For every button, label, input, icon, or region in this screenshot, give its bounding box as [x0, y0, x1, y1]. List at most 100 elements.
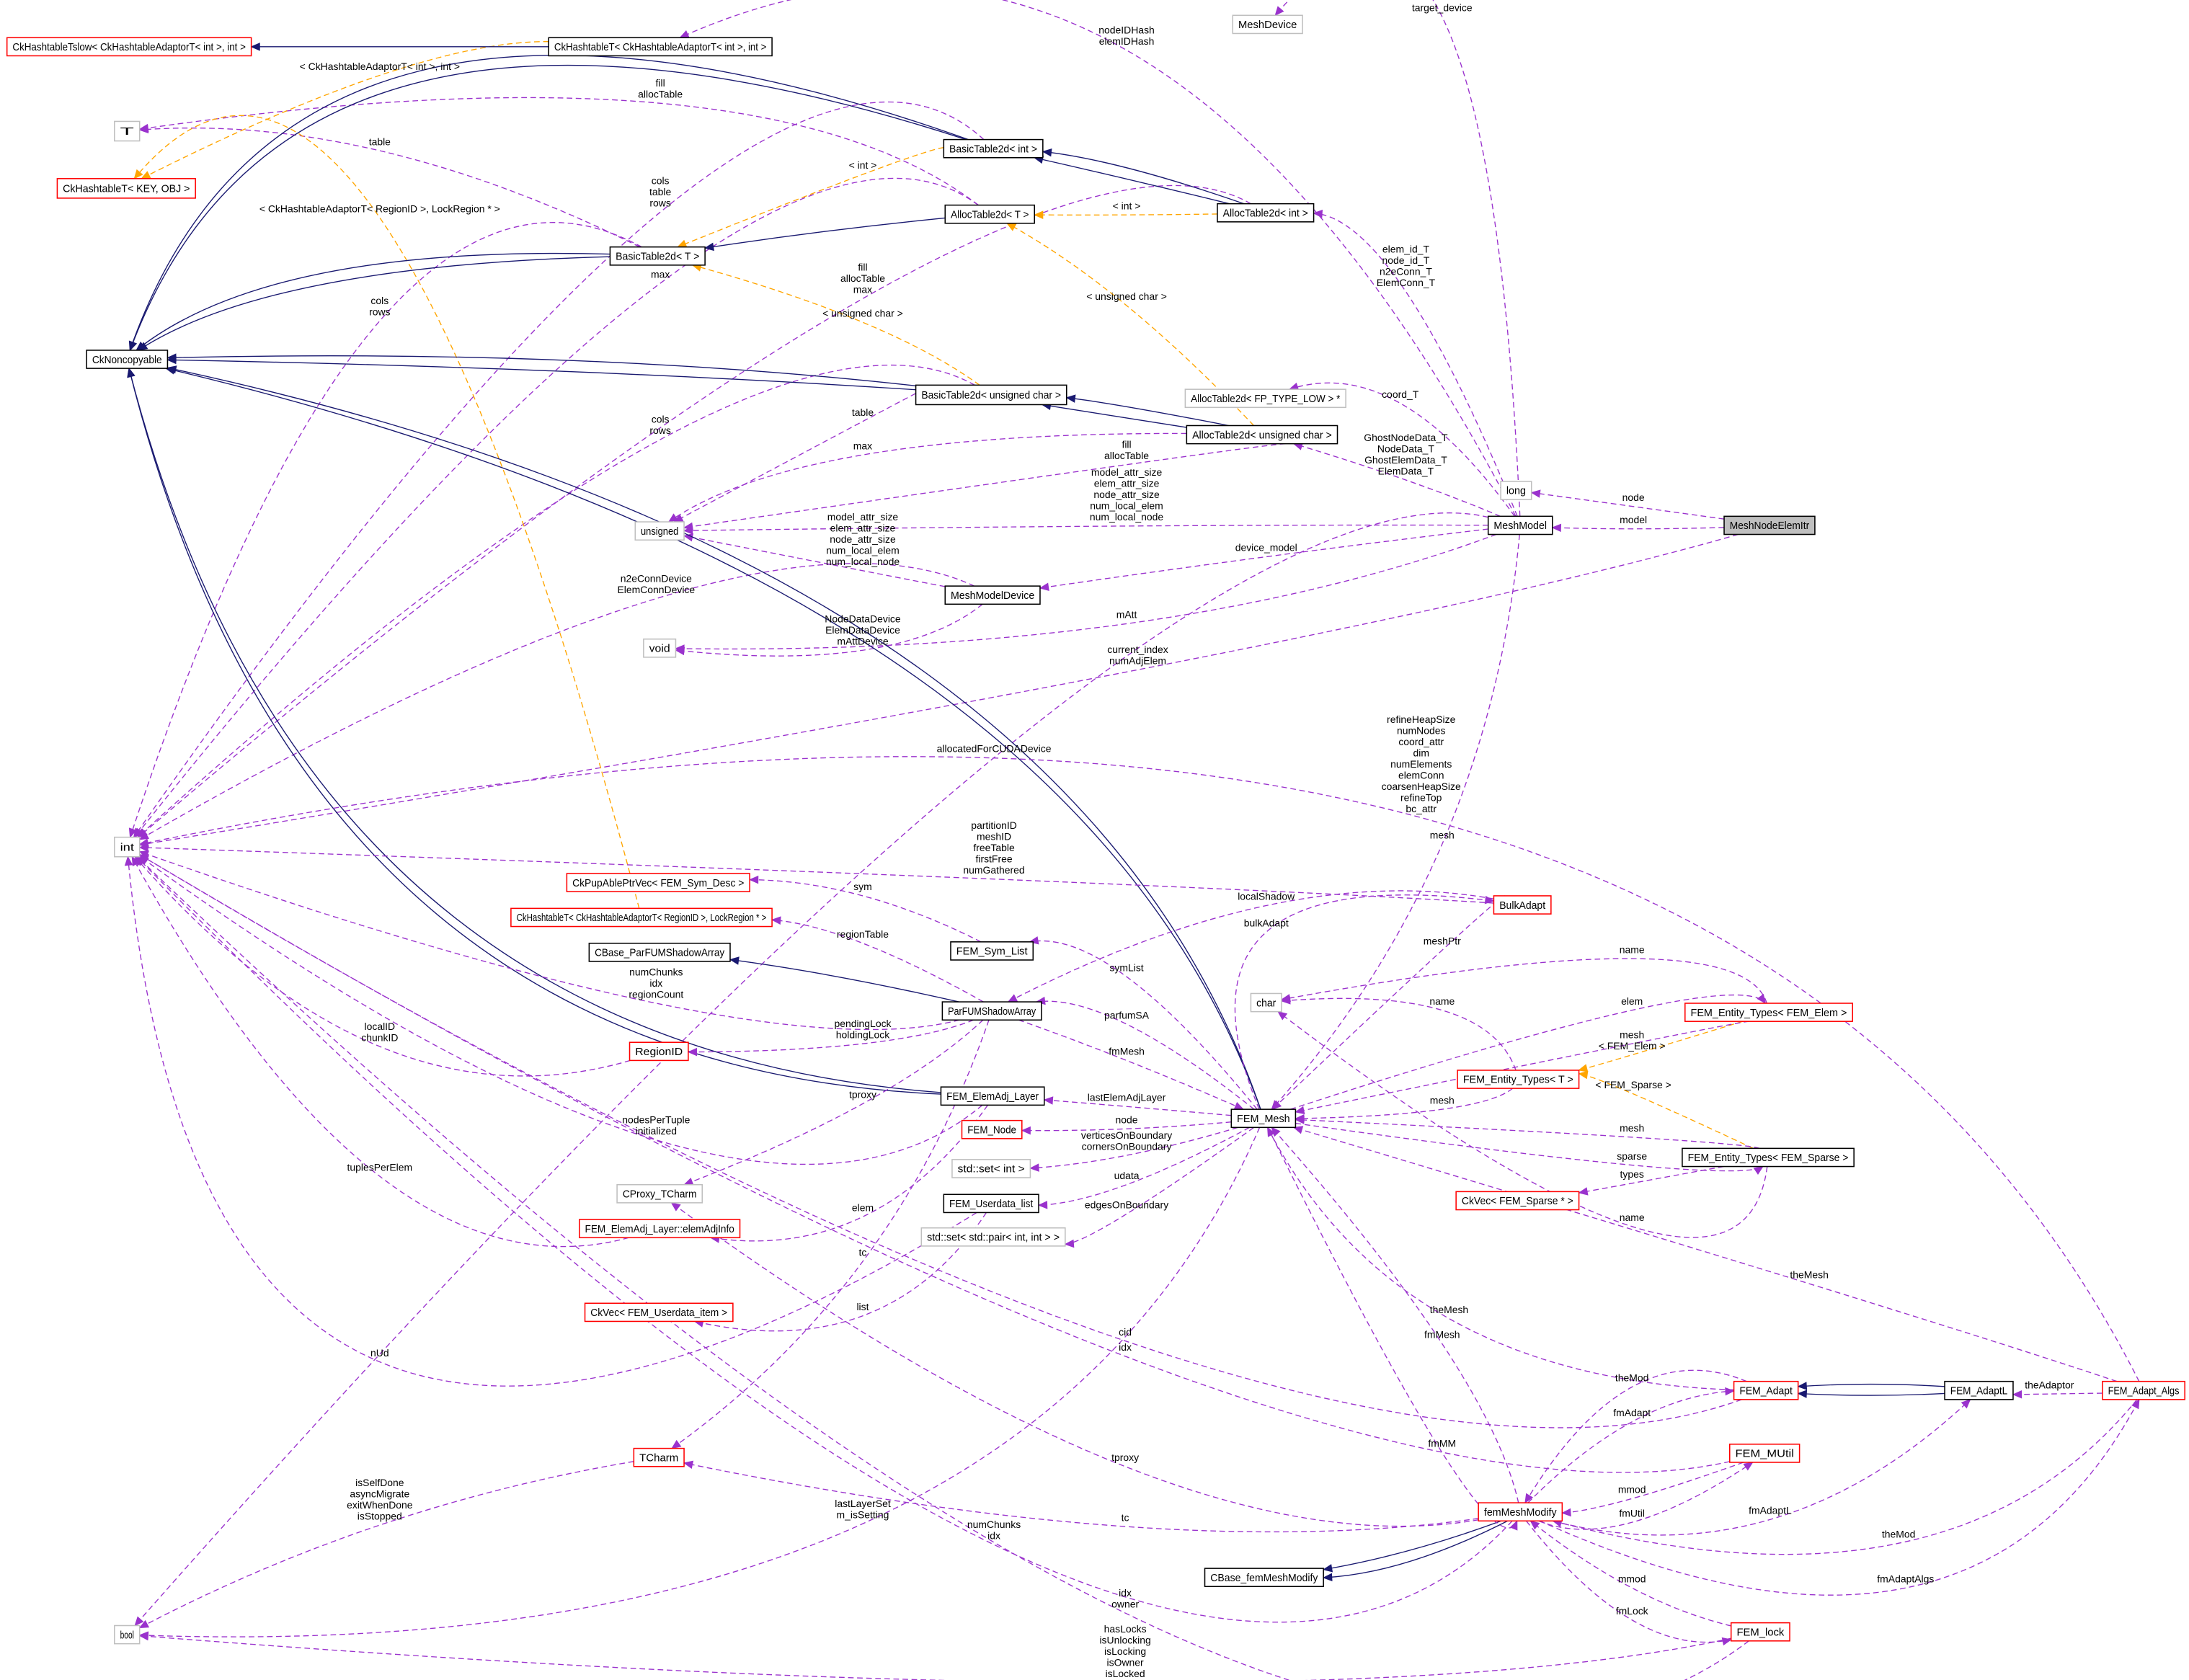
edge-label: mesh: [1430, 830, 1455, 841]
class-node-pfsa[interactable]: ParFUMShadowArray: [941, 1001, 1042, 1021]
arrowhead-icon: [1271, 1100, 1282, 1110]
class-node-at-T[interactable]: AllocTable2d< T >: [944, 204, 1035, 224]
class-node-ckint[interactable]: CkHashtableT< CkHashtableAdaptorT< int >…: [548, 37, 773, 57]
edge-label-line: nUd: [370, 1347, 389, 1359]
usage-edge: [1289, 382, 1515, 517]
class-node-ckregion[interactable]: CkHashtableT< CkHashtableAdaptorT< Regio…: [510, 907, 773, 928]
class-node-ckkey[interactable]: CkHashtableT< KEY, OBJ >: [56, 178, 196, 199]
arrowhead-icon: [1577, 1064, 1589, 1072]
edge-label: < unsigned char >: [1086, 290, 1167, 302]
edge-label-line: mAtt: [1116, 609, 1137, 621]
usage-edge: [2012, 1392, 2103, 1395]
class-node-femnode[interactable]: FEM_Node: [961, 1119, 1023, 1139]
class-node-unsigned[interactable]: unsigned: [634, 521, 685, 541]
edge-label-line: edgesOnBoundary: [1085, 1199, 1168, 1211]
class-node-femmesh[interactable]: FEM_Mesh: [1230, 1108, 1297, 1129]
usage-edge: [139, 127, 640, 248]
arrowhead-icon: [1007, 994, 1018, 1003]
edge-label-line: theAdaptor: [2025, 1379, 2074, 1390]
edge-label-line: parfumSA: [1104, 1009, 1150, 1021]
class-node-char[interactable]: char: [1250, 992, 1282, 1013]
edge-label-line: fmMM: [1428, 1438, 1456, 1449]
class-node-et-T[interactable]: FEM_Entity_Types< T >: [1457, 1070, 1580, 1089]
class-node-pupvec[interactable]: CkPupAblePtrVec< FEM_Sym_Desc >: [566, 873, 750, 892]
class-node-regionid[interactable]: RegionID: [629, 1041, 689, 1062]
class-node-lock[interactable]: FEM_lock: [1730, 1622, 1790, 1642]
edge-label: fmMM: [1428, 1438, 1456, 1449]
arrowhead-icon: [250, 43, 260, 51]
class-node-bt-int[interactable]: BasicTable2d< int >: [943, 138, 1044, 159]
arrowhead-icon: [1037, 1201, 1048, 1209]
class-node-femmod[interactable]: femMeshModify: [1478, 1502, 1563, 1522]
edge-label-line: initialized: [636, 1125, 677, 1137]
class-node-tcharm[interactable]: TCharm: [633, 1447, 685, 1467]
node-box: [1500, 481, 1532, 500]
class-node-adaptl[interactable]: FEM_AdaptL: [1944, 1380, 2014, 1400]
edge-label: theMesh: [1430, 1304, 1468, 1315]
class-node-ckvec-sparse[interactable]: CkVec< FEM_Sparse * >: [1455, 1191, 1580, 1211]
class-node-bulk[interactable]: BulkAdapt: [1493, 895, 1552, 915]
edge-label-line: theMesh: [1790, 1268, 1828, 1280]
node-box: [56, 178, 196, 199]
class-node-itr[interactable]: MeshNodeElemItr: [1723, 515, 1816, 535]
class-node-void[interactable]: void: [643, 638, 677, 658]
class-node-mmdev[interactable]: MeshModelDevice: [944, 585, 1041, 605]
class-node-ckslow[interactable]: CkHashtableTslow< CkHashtableAdaptorT< i…: [6, 37, 252, 57]
class-node-ckvec-ud[interactable]: CkVec< FEM_Userdata_item >: [584, 1302, 734, 1323]
edge-label-line: name: [1620, 943, 1645, 955]
edge-label-line: rows: [649, 425, 670, 436]
class-node-setpair[interactable]: std::set< std::pair< int, int > >: [920, 1227, 1066, 1247]
class-node-et-elem[interactable]: FEM_Entity_Types< FEM_Elem >: [1684, 1003, 1853, 1022]
arrowhead-icon: [1743, 1462, 1754, 1471]
class-node-elemadj[interactable]: FEM_ElemAdj_Layer: [940, 1086, 1045, 1106]
class-node-mutil[interactable]: FEM_MUtil: [1728, 1444, 1801, 1463]
node-box: [634, 521, 685, 541]
class-node-at-fp[interactable]: AllocTable2d< FP_TYPE_LOW > *: [1184, 388, 1346, 409]
class-node-femadapt[interactable]: FEM_Adapt: [1733, 1380, 1799, 1400]
class-node-at-uc[interactable]: AllocTable2d< unsigned char >: [1186, 425, 1338, 445]
class-node-bt-uc[interactable]: BasicTable2d< unsigned char >: [915, 384, 1067, 406]
edge-label-line: sparse: [1617, 1150, 1647, 1162]
edge-label-line: types: [1620, 1168, 1644, 1180]
class-node-udlist[interactable]: FEM_Userdata_list: [943, 1194, 1039, 1214]
class-node-symlist[interactable]: FEM_Sym_List: [950, 941, 1034, 961]
class-node-cproxy[interactable]: CProxy_TCharm: [616, 1183, 703, 1204]
arrowhead-icon: [1043, 1096, 1054, 1105]
class-node-T[interactable]: T: [114, 120, 141, 142]
class-node-bool[interactable]: bool: [114, 1625, 141, 1645]
class-node-int[interactable]: int: [114, 836, 141, 858]
usage-edge: [131, 856, 629, 1248]
arrowhead-icon: [1295, 1106, 1305, 1115]
class-node-meshdev[interactable]: MeshDevice: [1232, 14, 1303, 35]
usage-edge: [1540, 1399, 2140, 1596]
node-label: CBase_ParFUMShadowArray: [595, 948, 725, 959]
class-node-cbase-pf[interactable]: CBase_ParFUMShadowArray: [588, 942, 731, 962]
usage-edge: [139, 563, 974, 840]
class-node-algs[interactable]: FEM_Adapt_Algs: [2102, 1380, 2185, 1400]
class-node-adjinfo[interactable]: FEM_ElemAdj_Layer::elemAdjInfo: [579, 1219, 741, 1239]
class-node-long[interactable]: long: [1500, 481, 1532, 500]
class-node-nonc[interactable]: CkNoncopyable: [86, 350, 169, 369]
class-node-bt-T[interactable]: BasicTable2d< T >: [609, 246, 706, 266]
edge-label-line: isSelfDone: [355, 1477, 404, 1488]
edge-label-line: node: [1622, 492, 1645, 503]
usage-edge: [1524, 1369, 1747, 1503]
class-node-et-sparse[interactable]: FEM_Entity_Types< FEM_Sparse >: [1682, 1147, 1855, 1168]
class-node-cbase-mod[interactable]: CBase_femMeshModify: [1204, 1568, 1324, 1588]
class-node-meshmodel[interactable]: MeshModel: [1487, 515, 1553, 535]
node-label: bool: [120, 1630, 134, 1641]
class-node-setint[interactable]: std::set< int >: [951, 1159, 1031, 1178]
usage-edge: [134, 177, 979, 838]
edge-label-line: fmLock: [1616, 1605, 1648, 1617]
usage-edge: [136, 856, 1513, 1623]
arrowhead-icon: [138, 125, 149, 134]
edge-label: mmod: [1618, 1573, 1646, 1584]
class-node-at-int[interactable]: AllocTable2d< int >: [1217, 203, 1315, 223]
edge-label-line: theMod: [1882, 1529, 1916, 1540]
edge-label: theMod: [1882, 1529, 1916, 1540]
edge-label: fmMesh: [1109, 1046, 1145, 1057]
edge-label-line: < unsigned char >: [822, 307, 903, 319]
